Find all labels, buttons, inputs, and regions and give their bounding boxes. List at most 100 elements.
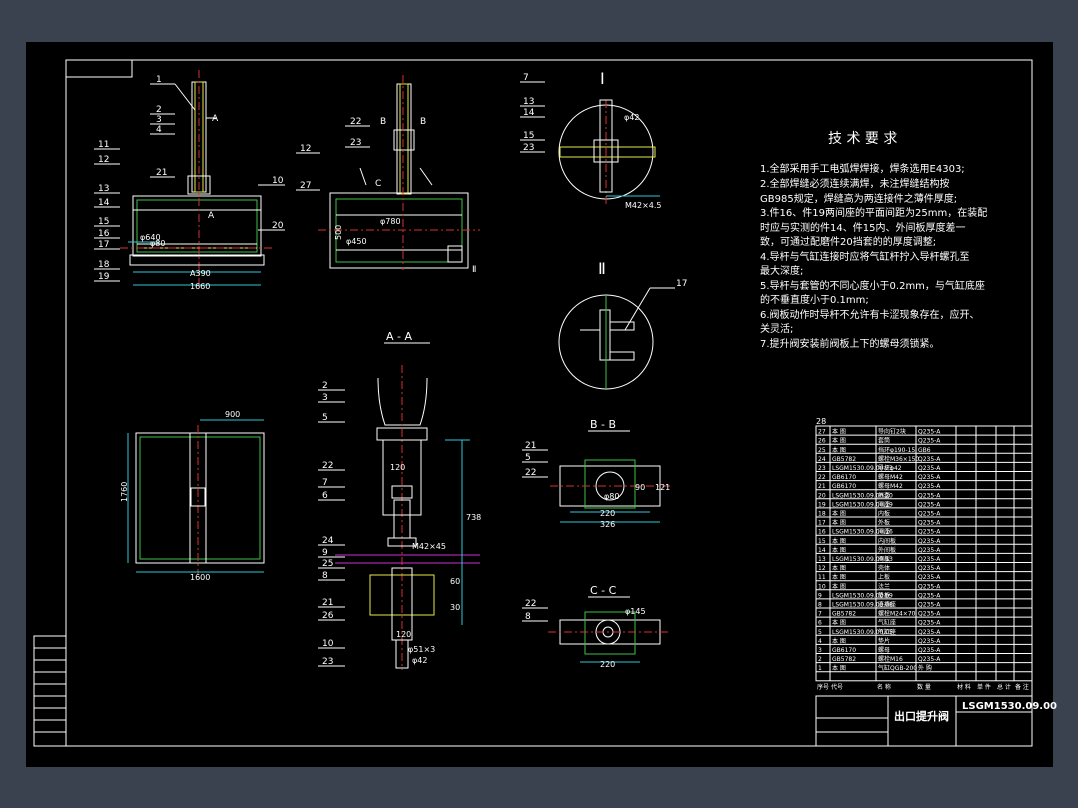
svg-text:13: 13 bbox=[523, 97, 534, 107]
bom-cell: Q235-A bbox=[918, 647, 941, 654]
bom-cell: 外间板 bbox=[878, 546, 896, 554]
bom-cell: 11 bbox=[818, 574, 826, 581]
dim-plan-900: 900 bbox=[225, 410, 240, 419]
corner-box bbox=[65, 59, 133, 78]
bom-cell: Q235-A bbox=[918, 456, 941, 463]
section-mark-c: C bbox=[375, 179, 381, 189]
section-mark-a: A bbox=[208, 211, 215, 221]
bom-cell: 2 bbox=[818, 656, 822, 663]
bom-header-cell: 单 件 bbox=[977, 683, 991, 691]
svg-text:21: 21 bbox=[525, 441, 536, 451]
bom-cell: 本 图 bbox=[832, 537, 846, 545]
dim-front-width2: 1660 bbox=[190, 282, 210, 291]
svg-text:致，可通过配磨件20挡套的的厚度调整;: 致，可通过配磨件20挡套的的厚度调整; bbox=[760, 235, 936, 248]
bom-cell: Q235-A bbox=[918, 429, 941, 436]
svg-text:10: 10 bbox=[322, 639, 334, 649]
title-block: 出口提升阀 LSGM1530.09.00 bbox=[815, 695, 1057, 747]
bom-cell: 连接座 bbox=[878, 601, 896, 609]
detail-ii-title: Ⅱ bbox=[598, 259, 606, 278]
svg-text:17: 17 bbox=[98, 240, 109, 250]
svg-text:21: 21 bbox=[156, 168, 167, 178]
bom-cell: 气缸座 bbox=[878, 628, 896, 636]
section-aa-title: A - A bbox=[386, 330, 412, 343]
bom-cell: Q235-A bbox=[918, 656, 941, 663]
svg-text:12: 12 bbox=[98, 155, 109, 165]
svg-text:7: 7 bbox=[322, 478, 328, 488]
dim-aa-m42: M42×45 bbox=[412, 542, 446, 551]
dim-aa-120b: 120 bbox=[396, 630, 411, 639]
svg-text:时应与实测的件14、件15内、外间板厚度差一: 时应与实测的件14、件15内、外间板厚度差一 bbox=[760, 221, 965, 234]
detail-ii-view: Ⅱ 17 bbox=[558, 259, 687, 390]
svg-text:19: 19 bbox=[98, 272, 110, 282]
dim-cc-220: 220 bbox=[600, 660, 615, 669]
bom-cell: Q235-A bbox=[918, 492, 941, 499]
bom-cell: GB6 bbox=[918, 447, 931, 454]
bom-cell: Q235-A bbox=[918, 556, 941, 563]
svg-text:3: 3 bbox=[156, 115, 162, 125]
bom-cell: 垫板 bbox=[878, 591, 890, 599]
dim-plan-1600: 1600 bbox=[190, 573, 210, 582]
bom-cell: 挡套 bbox=[878, 491, 890, 499]
bom-cell: Q235-A bbox=[918, 538, 941, 545]
left-side-block bbox=[33, 635, 67, 747]
bom-cell: Q235-A bbox=[918, 483, 941, 490]
bom-cell: GB5782 bbox=[832, 611, 856, 618]
bom-cell: Q235-A bbox=[918, 602, 941, 609]
bom-cell: 7 bbox=[818, 611, 822, 618]
bom-cell: 挡环φ190-15 bbox=[878, 446, 915, 454]
bom-cell: 本 图 bbox=[832, 573, 846, 581]
bom-cell: 本 图 bbox=[832, 519, 846, 527]
svg-text:22: 22 bbox=[525, 599, 536, 609]
side-balloons: 22 23 12 27 bbox=[296, 117, 370, 191]
bom-cell: 本 图 bbox=[832, 428, 846, 436]
bom-cell: 本 图 bbox=[832, 619, 846, 627]
bom-cell: 20 bbox=[818, 492, 826, 499]
svg-text:18: 18 bbox=[98, 260, 110, 270]
bom-cell: GB6170 bbox=[832, 483, 856, 490]
bom-cell: GB5782 bbox=[832, 456, 856, 463]
svg-text:5: 5 bbox=[322, 413, 328, 423]
svg-text:22: 22 bbox=[322, 461, 333, 471]
bom-cell: 本 图 bbox=[832, 564, 846, 572]
bom-cell: Q235-A bbox=[918, 511, 941, 518]
bom-header-cell: 代号 bbox=[831, 683, 843, 691]
bom-cell: Q235-A bbox=[918, 438, 941, 445]
section-mark-a-top: A bbox=[212, 114, 219, 124]
dim-front-phi: φ640 bbox=[140, 233, 161, 242]
svg-text:2: 2 bbox=[322, 381, 328, 391]
svg-text:17: 17 bbox=[676, 279, 687, 289]
bom-cell: LSGM1530.09.00.20 bbox=[832, 492, 893, 499]
dim-side-phi780: φ780 bbox=[380, 217, 401, 226]
bom-cell: 22 bbox=[818, 474, 826, 481]
bom-cell: 本 图 bbox=[832, 637, 846, 645]
detail-i-view: Ⅰ M42×4.5 φ42 7 13 14 15 23 bbox=[520, 69, 662, 210]
bom-cell: GB6170 bbox=[832, 647, 856, 654]
bom-cell: 13 bbox=[818, 556, 826, 563]
svg-text:12: 12 bbox=[300, 144, 311, 154]
svg-text:2.全部焊缝必须连续满焊，未注焊缝结构按: 2.全部焊缝必须连续满焊，未注焊缝结构按 bbox=[760, 177, 950, 190]
bom-cell: 18 bbox=[818, 511, 826, 518]
svg-text:的不垂直度小于0.1mm;: 的不垂直度小于0.1mm; bbox=[760, 293, 869, 306]
title-block-name: 出口提升阀 bbox=[894, 709, 949, 723]
side-view: 500 φ450 φ780 C B B Ⅱ bbox=[318, 75, 480, 275]
detail-i-title: Ⅰ bbox=[600, 69, 605, 88]
inner-frame bbox=[65, 59, 1033, 747]
bom-cell: 本 图 bbox=[832, 437, 846, 445]
dim-side-500: 500 bbox=[334, 225, 343, 240]
bom-cell: 10 bbox=[818, 583, 826, 590]
bom-cell: 19 bbox=[818, 501, 826, 508]
section-mark-b-left: B bbox=[380, 117, 386, 127]
svg-text:3.件16、件19两间座的平面间距为25mm，在装配: 3.件16、件19两间座的平面间距为25mm，在装配 bbox=[760, 206, 987, 219]
bom-cell: 本 图 bbox=[832, 446, 846, 454]
svg-text:1.全部采用手工电弧焊焊接，焊条选用E4303;: 1.全部采用手工电弧焊焊接，焊条选用E4303; bbox=[760, 162, 965, 175]
detail-mark-ii: Ⅱ bbox=[472, 265, 476, 275]
section-aa-view: A - A 120 738 M42×45 60 30 φ51×3 φ42 120 bbox=[335, 330, 481, 670]
section-bb-view: B - B 220 326 φ80 90 121 21 5 22 bbox=[522, 418, 670, 529]
svg-text:27: 27 bbox=[300, 181, 311, 191]
dim-side-phi450: φ450 bbox=[346, 237, 367, 246]
svg-text:26: 26 bbox=[322, 611, 334, 621]
dim-bb-90: 90 bbox=[635, 483, 645, 492]
bom-cell: 4 bbox=[818, 638, 822, 645]
bom-header-cell: 备 注 bbox=[1015, 683, 1029, 691]
